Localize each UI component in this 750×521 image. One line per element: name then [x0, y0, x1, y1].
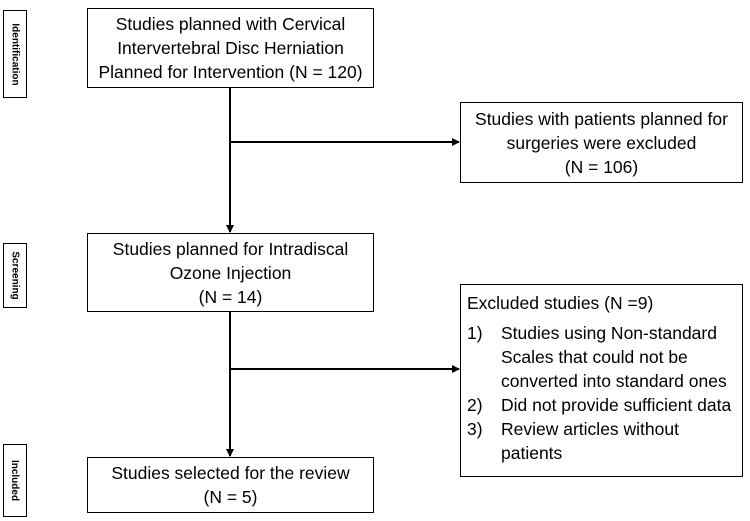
excluded-reason-3-line-2: patients [501, 443, 563, 463]
identified-line-1: Studies planned with Cervical [115, 14, 346, 34]
excluded-reason-1-line-3: converted into standard ones [501, 371, 727, 391]
excluded-studies-title: Excluded studies (N =9) [467, 293, 654, 313]
excluded-reason-2-line-1: Did not provide sufficient data [501, 395, 732, 415]
screened-box: Studies planned for Intradiscal Ozone In… [87, 233, 374, 312]
included-line-1: Studies selected for the review [111, 463, 350, 483]
excluded-reason-2: 2) Did not provide sufficient data [467, 393, 742, 417]
included-line-2: (N = 5) [203, 487, 258, 507]
excluded-surgery-box: Studies with patients planned for surger… [460, 102, 743, 183]
excluded-reason-2-num: 2) [467, 395, 483, 415]
identified-box: Studies planned with Cervical Interverte… [87, 8, 374, 88]
excluded-reason-1-num: 1) [467, 323, 483, 343]
excluded-reason-3: 3) Review articles without patients [467, 417, 742, 465]
excluded-surgery-line-2: surgeries were excluded [506, 132, 697, 153]
excluded-surgery-line-3: (N = 106) [564, 156, 639, 177]
stage-included: Included [3, 444, 27, 517]
included-box: Studies selected for the review (N = 5) [87, 457, 374, 513]
excluded-reason-3-line-1: Review articles without [501, 419, 679, 439]
stage-identification: Identification [3, 10, 27, 98]
excluded-studies-box: Excluded studies (N =9) 1) Studies using… [460, 284, 743, 477]
excluded-reason-3-num: 3) [467, 419, 483, 439]
identified-line-3: Planned for Intervention (N = 120) [98, 62, 363, 82]
screened-line-1: Studies planned for Intradiscal [112, 238, 349, 259]
screened-line-2: Ozone Injection [169, 262, 292, 283]
screened-line-3: (N = 14) [198, 286, 263, 307]
excluded-reason-1-line-1: Studies using Non-standard [501, 323, 717, 343]
excluded-surgery-line-1: Studies with patients planned for [475, 108, 728, 129]
excluded-reason-1-line-2: Scales that could not be [501, 347, 688, 367]
identified-line-2: Intervertebral Disc Herniation [117, 38, 344, 58]
excluded-reason-1: 1) Studies using Non-standard Scales tha… [467, 321, 742, 393]
stage-screening: Screening [3, 243, 27, 308]
